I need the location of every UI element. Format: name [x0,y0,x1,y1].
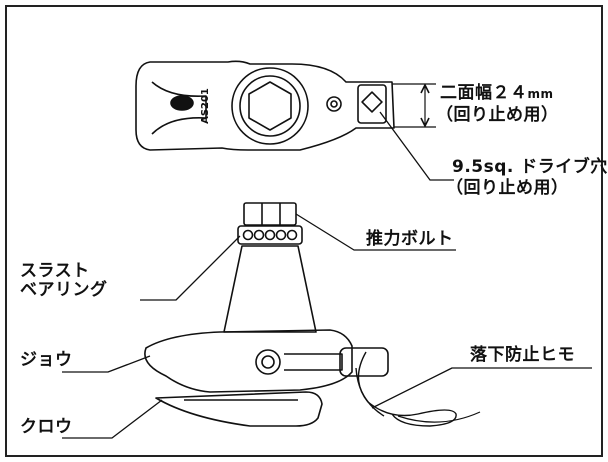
square-drive-body [357,84,387,124]
hex-ring-outer [231,67,309,145]
thrust-bolt-label: 推力ボルト [366,229,454,249]
fall-prevention-cord-label: 落下防止ヒモ [470,345,575,365]
side-arm [284,353,343,371]
jaw-bolt-inner [261,355,275,369]
diagram-frame [5,5,603,457]
side-view [62,202,592,439]
top-view [135,60,454,181]
claw-label: クロウ [20,417,73,437]
drive-hole-label: 9.5sq. ドライブ穴 [452,157,608,177]
thrust-bolt-leader [295,213,456,251]
top-view-body [135,60,395,151]
small-bolt-outer [326,96,342,112]
thrust-bearing-label-line1: スラスト [20,261,90,281]
drive-hole-leader [379,111,454,181]
anti-rotation-label-2: （回り止め用） [446,178,569,198]
thrust-bolt-head [243,202,297,226]
width-unit-text: mm [527,87,554,101]
jaw-plate [144,329,353,393]
hex-ring-inner [239,75,301,137]
top-view-slot [151,81,207,135]
thrust-bearing-label-line2: ベアリング [20,280,108,300]
claw-plate [155,391,323,427]
width-across-flats-text: 二面幅２４ [440,83,528,103]
jaw-label: ジョウ [20,350,73,370]
fall-prevention-cord [357,351,457,427]
small-bolt-inner [330,100,338,108]
width-across-flats-label: 二面幅２４mm [440,83,554,104]
jaw-leader [62,355,151,373]
jaw-bolt-outer [255,349,281,375]
hex-socket [248,81,292,131]
thrust-bearing-leader [140,235,241,301]
side-knob [339,347,389,377]
jaw-neck [223,245,317,333]
fall-prevention-cord-leader [371,367,592,409]
thrust-bearing [237,225,303,245]
anti-rotation-label-1: （回り止め用） [436,105,559,125]
claw-leader [62,399,163,439]
square-drive-hole [361,91,383,113]
tool-marking-text: AS201 [200,88,211,124]
logo-oval [170,95,194,111]
